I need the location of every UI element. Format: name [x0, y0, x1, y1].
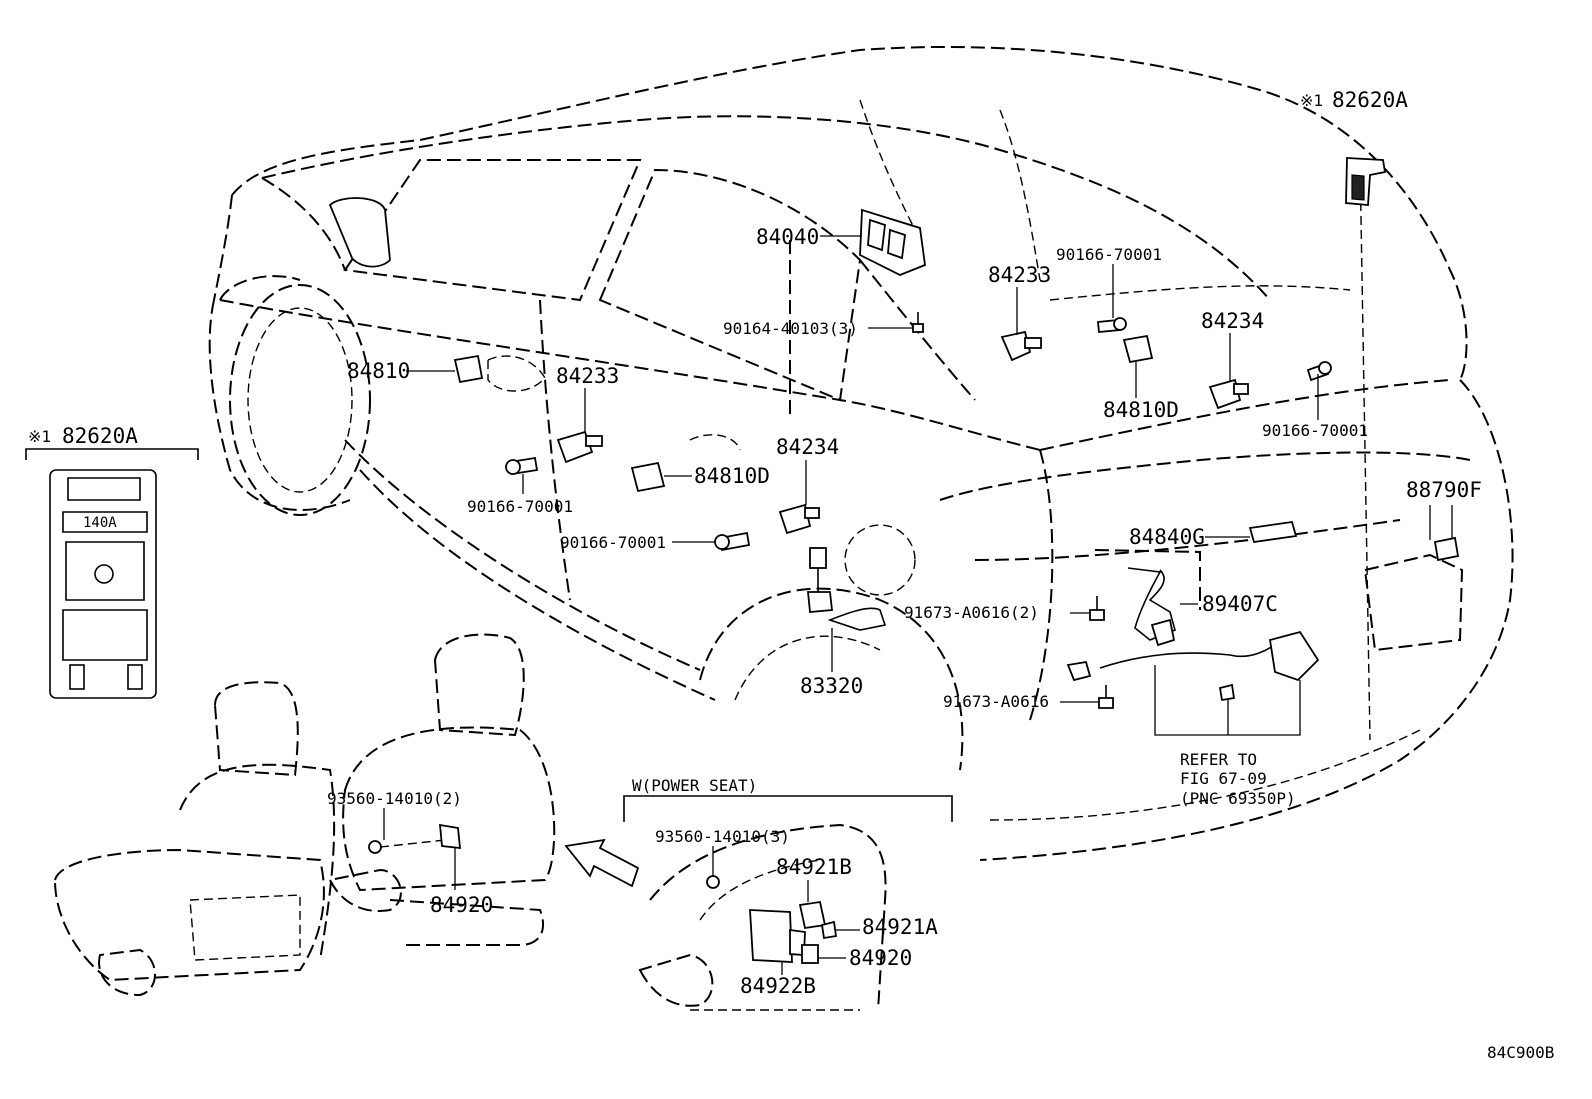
label-93560-2: 93560-14010(2)	[327, 789, 462, 808]
label-84234-left: 84234	[776, 435, 839, 459]
label-84920-left: 84920	[430, 893, 493, 917]
bolt-91673-2	[1070, 596, 1105, 621]
refer-line-2: FIG 67-09	[1180, 769, 1267, 788]
side-mirror	[328, 197, 391, 268]
arrow-icon	[564, 838, 640, 888]
clip-84810	[406, 354, 546, 392]
diagram-id: 84C900B	[1487, 1043, 1554, 1062]
fuse-rating: 140A	[83, 515, 117, 531]
label-90166-right: 90166-70001	[1262, 421, 1368, 440]
label-84840g: 84840G	[1129, 525, 1205, 549]
refer-line-3: (PNC 69350P)	[1180, 789, 1296, 808]
label-93560-3: 93560-14010(3)	[655, 827, 790, 846]
label-84810d-left: 84810D	[694, 464, 770, 488]
label-84921a: 84921A	[862, 915, 938, 939]
car-body-outline	[208, 45, 1514, 861]
label-90164: 90164-40103(3)	[723, 319, 858, 338]
bolt-90166-left	[505, 456, 539, 494]
switch-84840g	[1205, 520, 1298, 544]
fuse-82620a-top	[1345, 157, 1387, 206]
screw-93560-2	[368, 808, 446, 854]
bolt-90166-right	[1306, 361, 1332, 420]
switch-84233-right	[1000, 287, 1042, 362]
bolt-90166-top	[1097, 264, 1127, 333]
label-91673: 91673-A0616	[943, 692, 1049, 711]
harness-89407c	[1094, 549, 1201, 647]
label-84040: 84040	[756, 225, 819, 249]
parts	[368, 157, 1464, 975]
module-84922b	[749, 909, 806, 975]
label-90166-left: 90166-70001	[467, 497, 573, 516]
seat-left	[53, 633, 640, 997]
label-84921b: 84921B	[776, 855, 852, 879]
top-right-marker: ※1	[1300, 91, 1323, 110]
power-seat-inset	[623, 795, 953, 1011]
wire-harness	[1099, 630, 1320, 736]
connector-84920-right	[801, 944, 846, 964]
module-84920-left	[438, 823, 462, 890]
label-82620a: 82620A	[1332, 88, 1408, 112]
label-84233-left: 84233	[556, 364, 619, 388]
clip-84810d-left	[630, 434, 741, 493]
sensor-88790f	[1363, 505, 1464, 652]
cap-84921a	[820, 920, 860, 940]
label-84920-right: 84920	[849, 946, 912, 970]
fuse-inset	[25, 448, 199, 699]
power-seat-title: W(POWER SEAT)	[632, 776, 757, 795]
label-84233-right: 84233	[988, 263, 1051, 287]
labels: ※1 82620A 140A ※1 82620A 84040 90166-700…	[28, 88, 1554, 1062]
bolt-90166-lower	[672, 531, 751, 552]
label-84234-right: 84234	[1201, 309, 1264, 333]
switch-84040	[820, 208, 926, 276]
screw-90164	[868, 312, 924, 333]
fuse-inset-marker: ※1	[28, 427, 51, 446]
label-90166-lower: 90166-70001	[560, 533, 666, 552]
sensor-83320	[807, 524, 916, 672]
label-91673-2: 91673-A0616(2)	[904, 603, 1039, 622]
refer-line-1: REFER TO	[1180, 750, 1257, 769]
switch-84233-left	[556, 388, 603, 464]
label-84810: 84810	[347, 359, 410, 383]
label-90166-top: 90166-70001	[1056, 245, 1162, 264]
screw-93560-3	[706, 846, 720, 889]
front-wheel	[219, 275, 371, 516]
label-89407c: 89407C	[1202, 592, 1278, 616]
label-84922b: 84922B	[740, 974, 816, 998]
switch-84234-left	[778, 460, 820, 535]
bolt-91673	[1060, 660, 1114, 709]
label-84810d-right: 84810D	[1103, 398, 1179, 422]
label-83320: 83320	[800, 674, 863, 698]
switch-84234-right	[1208, 333, 1249, 410]
label-88790f: 88790F	[1406, 478, 1482, 502]
cover-84921b	[798, 880, 827, 930]
rear-wheel	[699, 587, 964, 771]
fuse-inset-part: 82620A	[62, 424, 138, 448]
clip-84810d-right	[1122, 334, 1154, 398]
